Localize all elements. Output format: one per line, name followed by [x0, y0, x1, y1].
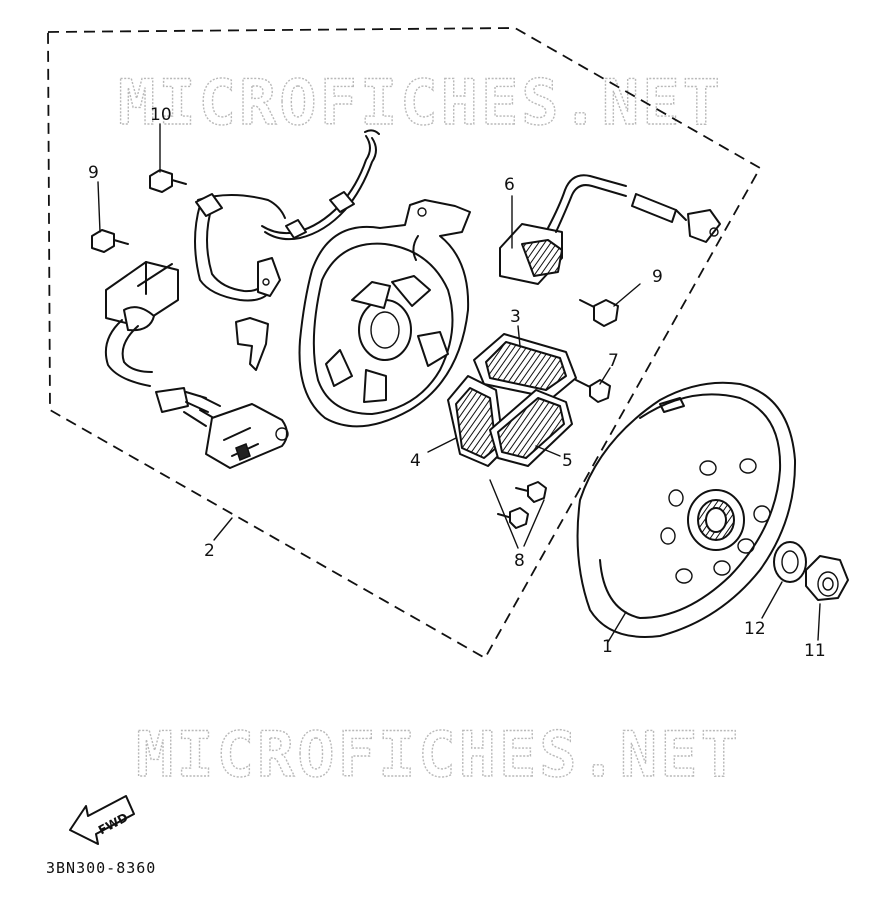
callout-8: 8 — [514, 551, 525, 571]
leader-lines — [97, 123, 821, 643]
wire-guide-bracket — [194, 193, 286, 371]
connector-lead — [104, 261, 289, 469]
callout-10: 10 — [150, 105, 172, 125]
callout-7: 7 — [608, 351, 619, 371]
stator-plate — [298, 199, 471, 428]
callouts: 10 9 6 9 3 7 4 5 8 2 1 12 11 — [88, 105, 826, 661]
screw-part-9-right — [579, 299, 619, 327]
screw-part-9-left — [91, 229, 129, 253]
diagram-code: 3BN300-8360 — [46, 859, 156, 877]
callout-5: 5 — [562, 451, 573, 471]
screw-part-10 — [149, 169, 187, 193]
wire-harness — [261, 129, 380, 241]
watermark-bottom: MICROFICHES.NET — [136, 718, 741, 791]
sensor-part-6 — [499, 174, 721, 285]
callout-11: 11 — [804, 641, 826, 661]
fwd-arrow-icon: FWD — [69, 795, 135, 845]
coil-part-3 — [473, 333, 577, 399]
screw-part-7 — [575, 379, 611, 403]
callout-6: 6 — [504, 175, 515, 195]
stator-assembly-boundary — [47, 27, 762, 660]
callout-9-right: 9 — [652, 267, 663, 287]
callout-2: 2 — [204, 541, 215, 561]
callout-1: 1 — [602, 637, 613, 657]
callout-9-left: 9 — [88, 163, 99, 183]
callout-3: 3 — [510, 307, 521, 327]
coil-part-5 — [489, 389, 573, 467]
coil-part-4 — [447, 375, 505, 467]
nut-part-11 — [805, 555, 849, 601]
callout-12: 12 — [744, 619, 766, 639]
flywheel-rotor — [576, 381, 797, 638]
washer-part-12 — [773, 541, 807, 583]
watermark-top: MICROFICHES.NET — [118, 66, 723, 139]
callout-4: 4 — [410, 451, 421, 471]
screws-part-8 — [497, 481, 547, 529]
